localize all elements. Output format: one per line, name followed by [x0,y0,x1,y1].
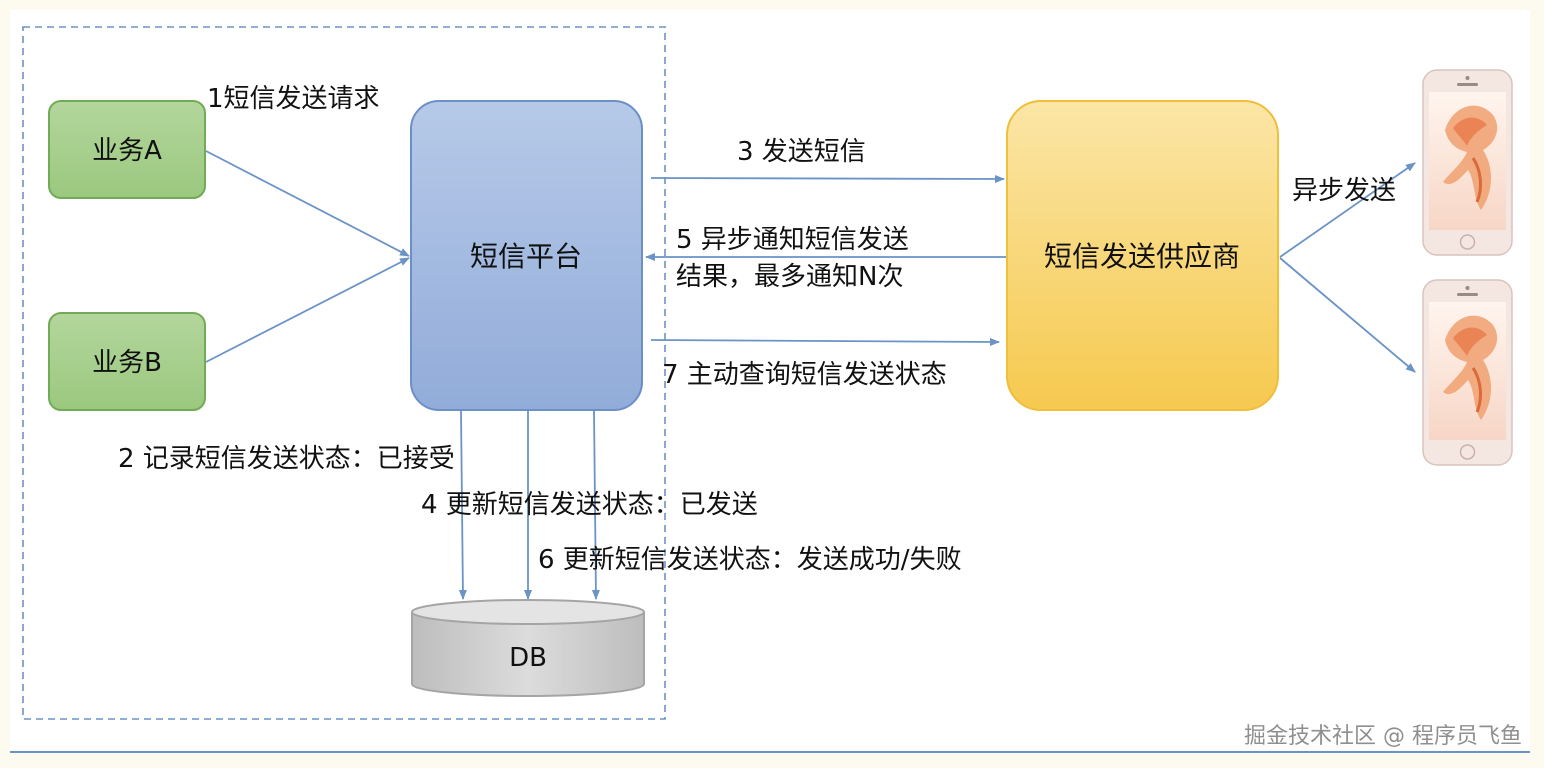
phone-icon [1422,69,1513,256]
business-b-box[interactable]: 业务B [48,312,206,411]
step5-label-line2: 结果，最多通知N次 [676,262,903,292]
step7-label: 7 主动查询短信发送状态 [662,360,947,390]
sms-provider-box[interactable]: 短信发送供应商 [1006,100,1279,411]
arrow-biz-a-to-platform [205,150,410,257]
sms-provider-label: 短信发送供应商 [1044,240,1240,273]
database-cylinder[interactable]: DB [411,599,645,697]
business-a-box[interactable]: 业务A [48,100,206,199]
watermark: 掘金技术社区 @ 程序员飞鱼 [1244,724,1522,749]
step6-label: 6 更新短信发送状态：发送成功/失败 [538,545,962,575]
business-b-label: 业务B [92,348,162,378]
arrow-platform-to-db-step2 [458,410,467,600]
step2-label: 2 记录短信发送状态：已接受 [118,444,455,474]
sms-platform-label: 短信平台 [470,240,582,273]
arrow-provider-to-phone-1 [1279,162,1416,258]
business-a-label: 业务A [92,136,162,166]
step4-label: 4 更新短信发送状态：已发送 [421,490,758,520]
sms-platform-box[interactable]: 短信平台 [410,100,643,411]
arrow-provider-to-phone-2 [1279,257,1416,373]
system-boundary [22,26,666,720]
step1-label: 1短信发送请求 [207,84,380,114]
step3-label: 3 发送短信 [737,137,866,167]
arrow-platform-to-db-step6 [591,410,600,600]
arrow-biz-b-to-platform [205,257,410,363]
async-send-label: 异步发送 [1292,176,1396,206]
step5-label-line1: 5 异步通知短信发送 [676,225,909,255]
arrow-step3-send [650,174,1005,183]
arrow-step7-query [650,337,1000,346]
phone-icon [1422,279,1513,466]
database-label: DB [509,643,547,673]
